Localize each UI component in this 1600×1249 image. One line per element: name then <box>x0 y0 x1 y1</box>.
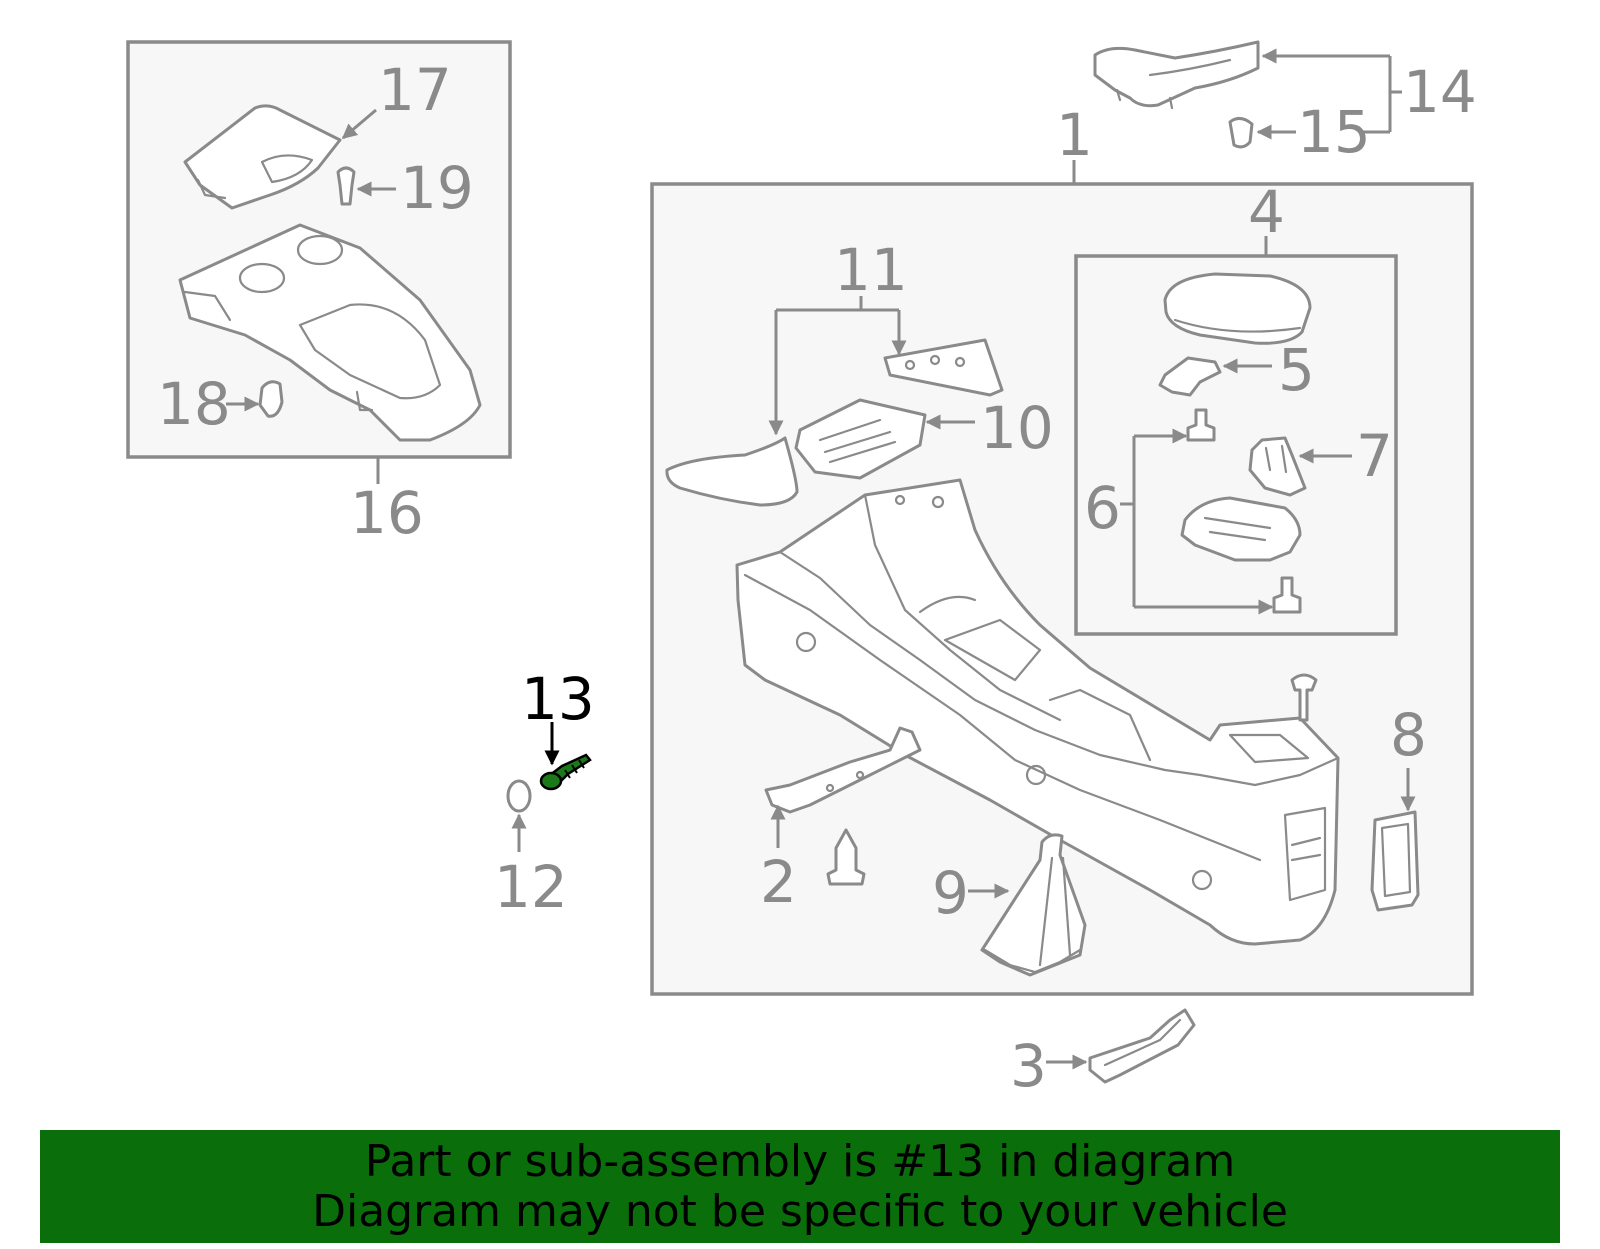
callout-18: 18 <box>157 370 231 438</box>
part-4-armrest-lid <box>1163 272 1312 345</box>
callout-15: 15 <box>1297 98 1371 166</box>
part-2-clip <box>826 828 866 886</box>
callout-2: 2 <box>760 848 797 916</box>
footer-line-2: Diagram may not be specific to your vehi… <box>312 1185 1288 1237</box>
part-1-center-console <box>735 478 1340 946</box>
part-7-bracket <box>1248 436 1307 497</box>
part-17-lid <box>183 104 342 210</box>
part-6-screw-top <box>1186 408 1216 442</box>
callout-5: 5 <box>1278 336 1315 404</box>
part-13-screw <box>539 753 592 791</box>
callout-10: 10 <box>980 394 1054 462</box>
callout-13-highlighted: 13 <box>521 665 595 733</box>
callout-14: 14 <box>1403 58 1477 126</box>
footer-line-1: Part or sub-assembly is #13 in diagram <box>364 1135 1236 1187</box>
part-15-clip <box>1228 117 1254 149</box>
part-19-pin <box>336 166 356 206</box>
callout-4: 4 <box>1248 178 1285 246</box>
part-5-latch <box>1158 356 1222 397</box>
part-1-screw <box>1290 673 1318 722</box>
callout-8: 8 <box>1390 701 1427 769</box>
part-14-trim <box>1093 40 1260 110</box>
part-6-screw-bottom <box>1272 576 1302 614</box>
part-18-clip <box>258 380 284 418</box>
part-9-shift-boot <box>980 833 1087 977</box>
callout-3: 3 <box>1010 1032 1047 1100</box>
callout-11: 11 <box>834 236 908 304</box>
part-16-front-console <box>178 223 482 442</box>
callout-6: 6 <box>1084 474 1121 542</box>
part-3-trim <box>1088 1008 1196 1084</box>
part-11-top-panel <box>883 338 1004 397</box>
callout-16: 16 <box>350 479 424 547</box>
callout-17: 17 <box>378 56 452 124</box>
part-6-hinge <box>1180 496 1302 562</box>
footer-banner: Part or sub-assembly is #13 in diagram D… <box>40 1130 1560 1243</box>
part-8-cover <box>1370 810 1420 912</box>
callout-7: 7 <box>1356 422 1393 490</box>
callout-19: 19 <box>400 154 474 222</box>
callout-12: 12 <box>494 853 568 921</box>
part-12-washer <box>506 779 532 813</box>
part-2-bracket <box>764 726 922 814</box>
part-11-bezel <box>665 436 799 507</box>
callout-9: 9 <box>932 859 969 927</box>
part-10-panel <box>794 398 927 480</box>
callout-1: 1 <box>1056 101 1093 169</box>
